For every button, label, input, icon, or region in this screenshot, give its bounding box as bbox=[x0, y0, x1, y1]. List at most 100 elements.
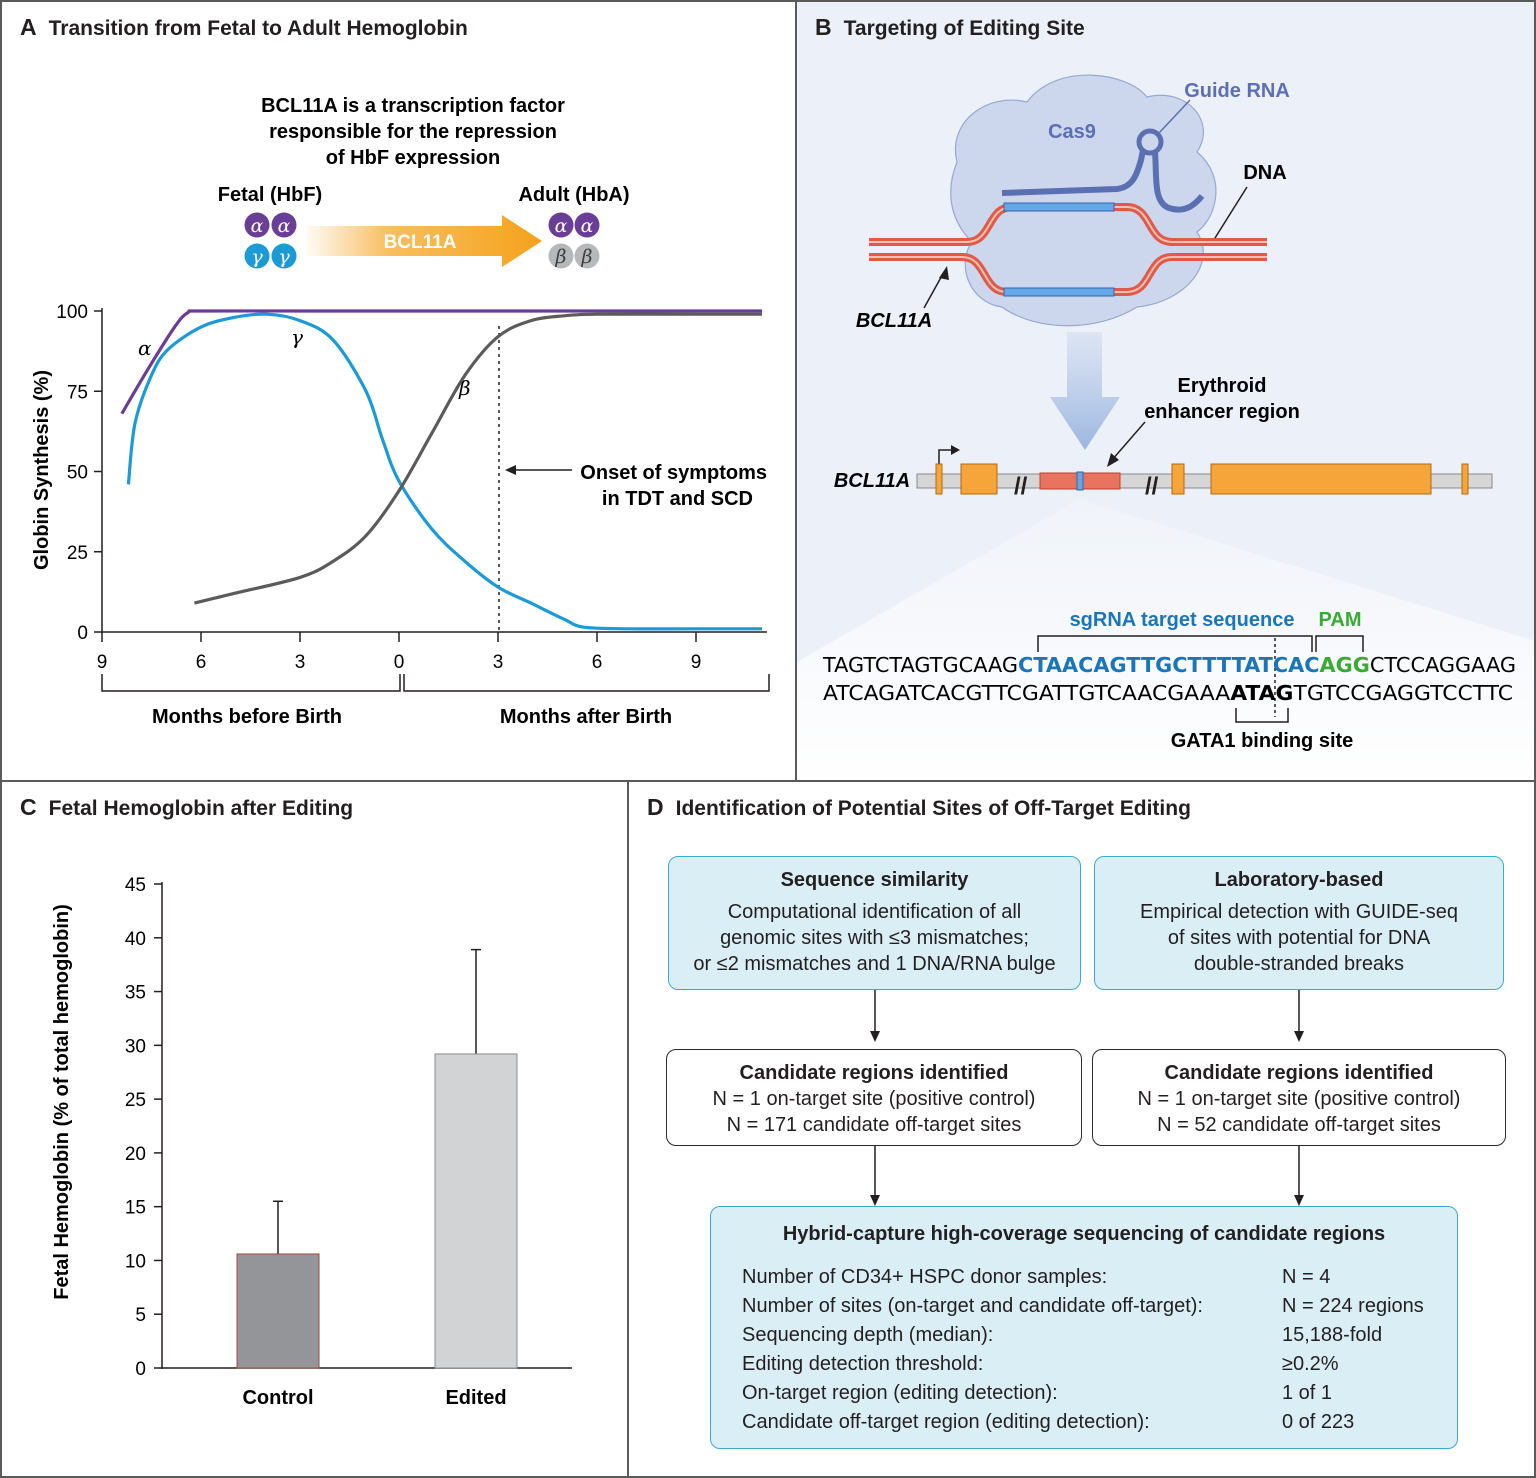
summary-key: Candidate off-target region (editing det… bbox=[742, 1411, 1150, 1433]
summary-value: N = 224 regions bbox=[1282, 1295, 1424, 1317]
y-tick-label: 35 bbox=[125, 983, 146, 1004]
box-line: double-stranded breaks bbox=[1193, 953, 1405, 975]
enhancer-label-1: Erythroid bbox=[1178, 375, 1267, 397]
summary-key: On-target region (editing detection): bbox=[742, 1382, 1058, 1404]
sgrna-label: sgRNA target sequence bbox=[1070, 609, 1295, 631]
panel-d-arrows bbox=[870, 990, 1304, 1206]
cas9-label: Cas9 bbox=[1048, 121, 1096, 143]
x-tick-label: 6 bbox=[196, 652, 207, 673]
box-line: Computational identification of all bbox=[727, 901, 1022, 923]
alpha-label: α bbox=[138, 336, 152, 360]
tss-arrow bbox=[938, 449, 955, 468]
summary-value: 0 of 223 bbox=[1282, 1411, 1355, 1433]
summary-row: Candidate off-target region (editing det… bbox=[742, 1408, 1457, 1437]
guide-rna-pointer bbox=[1158, 99, 1191, 134]
summary-row: Editing detection threshold:≥0.2% bbox=[742, 1350, 1457, 1379]
y-tick-label: 100 bbox=[56, 302, 88, 323]
panel-c-letter: C bbox=[20, 794, 37, 820]
exon-4 bbox=[1210, 463, 1432, 495]
y-tick-label: 75 bbox=[67, 382, 88, 403]
onset-label-2: in TDT and SCD bbox=[602, 488, 753, 510]
svg-text:α: α bbox=[278, 215, 291, 237]
summary-value: 15,188-fold bbox=[1282, 1324, 1383, 1346]
summary-value: ≥0.2% bbox=[1282, 1353, 1339, 1375]
summary-value: N = 4 bbox=[1282, 1266, 1331, 1288]
y-tick-label: 5 bbox=[135, 1305, 146, 1326]
box-line: N = 1 on-target site (positive control) bbox=[712, 1088, 1036, 1110]
panel-a-title-text: Transition from Fetal to Adult Hemoglobi… bbox=[48, 17, 468, 40]
panel-c-title-text: Fetal Hemoglobin after Editing bbox=[48, 797, 354, 820]
guide-rna-loop bbox=[1136, 128, 1164, 156]
onset-arrow-head bbox=[505, 465, 516, 475]
y-tick-label: 45 bbox=[125, 875, 146, 896]
summary-table: Number of CD34+ HSPC donor samples: N = 4… bbox=[711, 1263, 1457, 1437]
edit-site bbox=[1076, 471, 1084, 491]
onset-label-1: Onset of symptoms bbox=[580, 462, 767, 484]
box-line: N = 1 on-target site (positive control) bbox=[1137, 1088, 1461, 1110]
zoom-wedge bbox=[797, 499, 1534, 780]
panel-a-letter: A bbox=[20, 14, 37, 40]
desc-line-3: of HbF expression bbox=[326, 147, 500, 169]
enhancer-pointer bbox=[1111, 421, 1146, 461]
gamma-series-line bbox=[126, 312, 762, 631]
candidate-regions-right-box: Candidate regions identified N = 1 on-ta… bbox=[1092, 1049, 1506, 1146]
y-tick-label: 15 bbox=[125, 1198, 146, 1219]
after-birth-bracket bbox=[403, 674, 770, 692]
hybrid-capture-box: Hybrid-capture high-coverage sequencing … bbox=[710, 1206, 1458, 1449]
enhancer-label-2: enhancer region bbox=[1144, 401, 1300, 423]
dna-label: DNA bbox=[1243, 162, 1286, 184]
panel-a-canvas: BCL11A is a transcription factor respons… bbox=[31, 95, 770, 728]
y-axis-label: Fetal Hemoglobin (% of total hemoglobin) bbox=[51, 904, 73, 1300]
complement-strand-segment bbox=[1003, 287, 1115, 297]
gata1-label: GATA1 binding site bbox=[1171, 730, 1354, 752]
box-line: N = 52 candidate off-target sites bbox=[1157, 1114, 1441, 1136]
adult-label: Adult (HbA) bbox=[518, 184, 629, 206]
svg-text:α: α bbox=[581, 215, 594, 237]
svg-text:γ: γ bbox=[278, 246, 290, 268]
summary-row: On-target region (editing detection): 1 o… bbox=[742, 1379, 1457, 1408]
y-tick-label: 30 bbox=[125, 1036, 146, 1057]
exon-3 bbox=[1171, 463, 1185, 495]
beta-label: β bbox=[458, 376, 471, 400]
summary-row: Number of sites (on-target and candidate… bbox=[742, 1292, 1457, 1321]
dna-pointer bbox=[1214, 186, 1248, 239]
x-tick-label: 3 bbox=[295, 652, 306, 673]
box-line: Empirical detection with GUIDE-seq bbox=[1140, 901, 1458, 923]
exon-5 bbox=[1461, 463, 1469, 495]
zoom-down-arrow bbox=[1050, 332, 1120, 450]
x-tick-label: 6 bbox=[592, 652, 603, 673]
y-axis-label: Globin Synthesis (%) bbox=[31, 370, 53, 570]
exon-1 bbox=[935, 463, 943, 495]
desc-line-2: responsible for the repression bbox=[269, 121, 557, 143]
bar-control bbox=[236, 1253, 320, 1369]
bcl11a-dna-label: BCL11A bbox=[856, 310, 932, 332]
desc-line-1: BCL11A is a transcription factor bbox=[261, 95, 565, 117]
bar-edited bbox=[434, 1053, 518, 1369]
laboratory-based-box: Laboratory-based Empirical detection wit… bbox=[1094, 856, 1504, 990]
summary-value: 1 of 1 bbox=[1282, 1382, 1333, 1404]
beta-series-line bbox=[194, 312, 762, 605]
box-head: Laboratory-based bbox=[1214, 869, 1384, 891]
panel-d-title-text: Identification of Potential Sites of Off… bbox=[675, 797, 1191, 820]
y-tick-label: 50 bbox=[67, 463, 88, 484]
fetal-label: Fetal (HbF) bbox=[218, 184, 322, 206]
box-line: genomic sites with ≤3 mismatches; bbox=[720, 927, 1029, 949]
svg-text:α: α bbox=[251, 215, 264, 237]
panel-a: A Transition from Fetal to Adult Hemoglob… bbox=[0, 0, 797, 782]
bcl11a-arrow-label: BCL11A bbox=[384, 232, 457, 253]
box-head: Hybrid-capture high-coverage sequencing … bbox=[782, 1223, 1386, 1245]
summary-key: Number of CD34+ HSPC donor samples: bbox=[742, 1266, 1108, 1288]
fetal-hemoglobin-icon: α α γ γ bbox=[244, 212, 297, 269]
summary-key: Sequencing depth (median): bbox=[742, 1324, 994, 1346]
adult-hemoglobin-icon: α α β β bbox=[548, 212, 600, 269]
summary-row: Number of CD34+ HSPC donor samples: N = 4 bbox=[742, 1263, 1457, 1292]
guide-rna-label: Guide RNA bbox=[1184, 80, 1290, 102]
bcl11a-arrow bbox=[307, 215, 542, 267]
svg-text:α: α bbox=[555, 215, 568, 237]
